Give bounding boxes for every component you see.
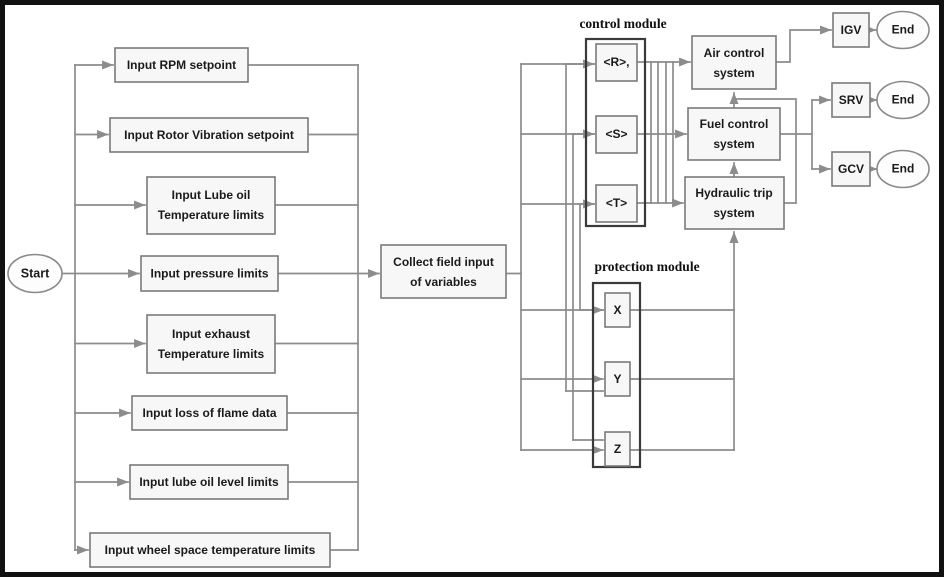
node-end-gcv-label: End xyxy=(892,162,915,176)
node-system-fuel-label-line1: Fuel control xyxy=(700,117,769,131)
node-input-pressure-label: Input pressure limits xyxy=(150,267,268,281)
node-input-vibration[interactable]: Input Rotor Vibration setpoint xyxy=(109,117,309,153)
node-end-srv[interactable]: End xyxy=(876,80,930,120)
node-input-rpm[interactable]: Input RPM setpoint xyxy=(114,47,249,83)
node-actuator-igv[interactable]: IGV xyxy=(832,12,870,48)
conn-hydraulic-feedback-to-air xyxy=(733,98,797,204)
node-actuator-gcv-label: GCV xyxy=(838,162,864,176)
node-system-fuel-label-line2: system xyxy=(713,137,754,151)
node-protection-y[interactable]: Y xyxy=(604,361,631,397)
connector-group-modules-to-systems xyxy=(629,57,739,451)
node-end-igv[interactable]: End xyxy=(876,10,930,50)
node-control-r-label: <R>, xyxy=(603,55,629,69)
control-module-frame xyxy=(584,37,647,228)
connector-group-systems xyxy=(729,25,878,204)
node-end-srv-label: End xyxy=(892,93,915,107)
node-collect-label-line1: Collect field input xyxy=(393,255,494,269)
node-system-air[interactable]: Air control system xyxy=(691,35,777,90)
node-actuator-srv-label: SRV xyxy=(839,93,863,107)
node-input-lube-temp-label-line2: Temperature limits xyxy=(158,208,265,222)
connector-group-distribution xyxy=(505,59,604,455)
node-input-vibration-label: Input Rotor Vibration setpoint xyxy=(124,128,294,142)
node-system-air-label-line1: Air control xyxy=(704,46,765,60)
node-input-pressure[interactable]: Input pressure limits xyxy=(140,255,279,292)
node-control-s-label: <S> xyxy=(605,127,627,141)
node-collect-label-line2: of variables xyxy=(410,275,477,289)
node-input-wheelspace[interactable]: Input wheel space temperature limits xyxy=(89,532,331,568)
node-end-igv-label: End xyxy=(892,23,915,37)
node-system-hydraulic-label-line2: system xyxy=(713,206,754,220)
node-input-lube-temp-label-line1: Input Lube oil xyxy=(172,188,251,202)
node-input-exhaust[interactable]: Input exhaust Temperature limits xyxy=(146,314,276,374)
protection-module-frame xyxy=(591,281,642,469)
node-input-wheelspace-label: Input wheel space temperature limits xyxy=(105,543,316,557)
node-input-flame[interactable]: Input loss of flame data xyxy=(131,395,288,431)
node-input-oil-level-label: Input lube oil level limits xyxy=(139,475,279,489)
conn-air-to-igv xyxy=(775,25,832,63)
node-start-label: Start xyxy=(21,266,50,280)
node-control-s[interactable]: <S> xyxy=(595,115,638,154)
node-protection-x-label: X xyxy=(613,303,621,317)
node-actuator-gcv[interactable]: GCV xyxy=(831,151,871,187)
node-protection-z[interactable]: Z xyxy=(604,431,631,467)
connector-group-inputs xyxy=(61,60,380,555)
node-system-fuel[interactable]: Fuel control system xyxy=(687,107,781,161)
node-end-gcv[interactable]: End xyxy=(876,149,930,189)
node-protection-y-label: Y xyxy=(613,372,621,386)
protection-module-title: protection module xyxy=(594,259,699,274)
node-input-flame-label: Input loss of flame data xyxy=(142,406,276,420)
node-input-exhaust-label-line1: Input exhaust xyxy=(172,327,250,341)
node-control-t-label: <T> xyxy=(606,196,627,210)
node-collect-field-input[interactable]: Collect field input of variables xyxy=(380,244,507,299)
node-actuator-srv[interactable]: SRV xyxy=(831,82,871,118)
node-start[interactable]: Start xyxy=(7,253,63,294)
node-system-hydraulic-label-line1: Hydraulic trip xyxy=(695,186,772,200)
node-control-t[interactable]: <T> xyxy=(595,184,638,223)
node-input-lube-temp[interactable]: Input Lube oil Temperature limits xyxy=(146,176,276,235)
node-input-oil-level[interactable]: Input lube oil level limits xyxy=(129,464,289,500)
node-system-air-label-line2: system xyxy=(713,66,754,80)
node-control-r[interactable]: <R>, xyxy=(595,43,638,82)
node-actuator-igv-label: IGV xyxy=(841,23,862,37)
node-protection-z-label: Z xyxy=(614,442,621,456)
node-input-rpm-label: Input RPM setpoint xyxy=(127,58,236,72)
node-protection-x[interactable]: X xyxy=(604,292,631,328)
node-input-exhaust-label-line2: Temperature limits xyxy=(158,347,265,361)
control-module-title: control module xyxy=(579,16,666,31)
node-system-hydraulic[interactable]: Hydraulic trip system xyxy=(684,176,785,230)
